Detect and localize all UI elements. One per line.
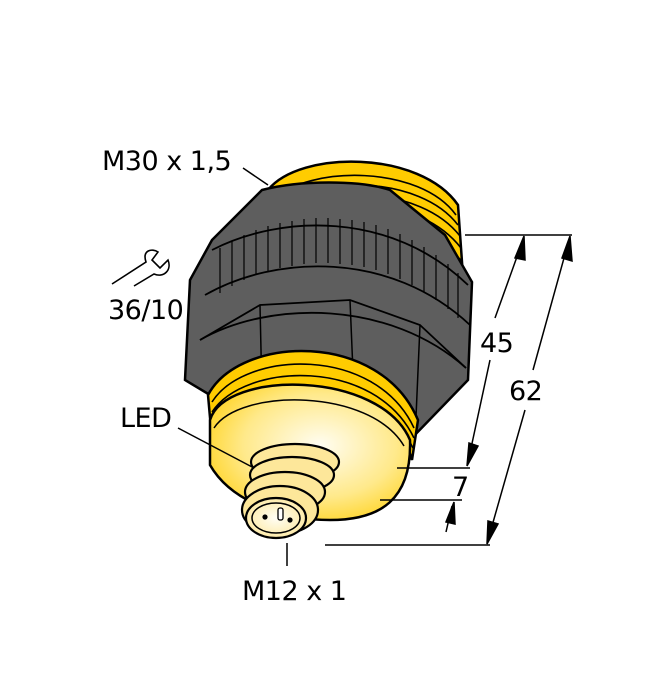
wrench-size-label: 36/10: [108, 295, 184, 326]
wrench-icon: [111, 249, 170, 287]
dimension-45: 45: [480, 328, 514, 359]
leader-lines: [177, 167, 288, 566]
m12-connector: [240, 442, 341, 540]
thread-label: M30 x 1,5: [102, 146, 232, 177]
led-label: LED: [120, 403, 172, 434]
dimension-lines: [325, 234, 573, 546]
dimension-62: 62: [509, 376, 543, 407]
connector-label: M12 x 1: [242, 576, 347, 607]
dimension-7: 7: [452, 472, 469, 503]
